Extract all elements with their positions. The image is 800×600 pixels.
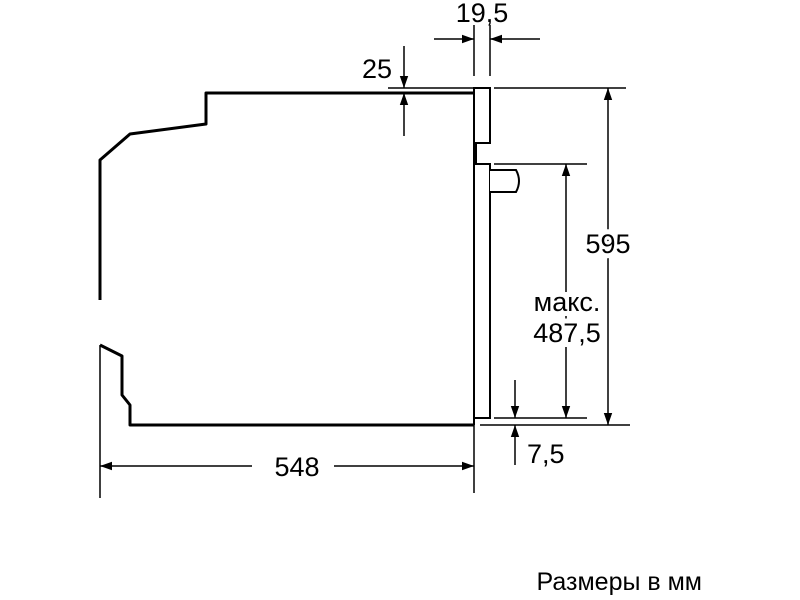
dimension-7-5: 7,5 <box>527 439 565 469</box>
dimension-max-label: макс. <box>534 287 601 317</box>
dimension-25: 25 <box>362 54 392 84</box>
oven-body-outline <box>98 91 474 300</box>
dimension-487-5: 487,5 <box>533 318 601 348</box>
dimension-19-5: 19,5 <box>456 0 509 28</box>
dimension-548: 548 <box>274 452 319 482</box>
oven-handle <box>490 169 520 193</box>
oven-front-panel <box>473 87 491 419</box>
dimension-595: 595 <box>585 229 630 259</box>
units-caption: Размеры в мм <box>537 568 702 596</box>
oven-body-outline-lower <box>99 343 474 427</box>
